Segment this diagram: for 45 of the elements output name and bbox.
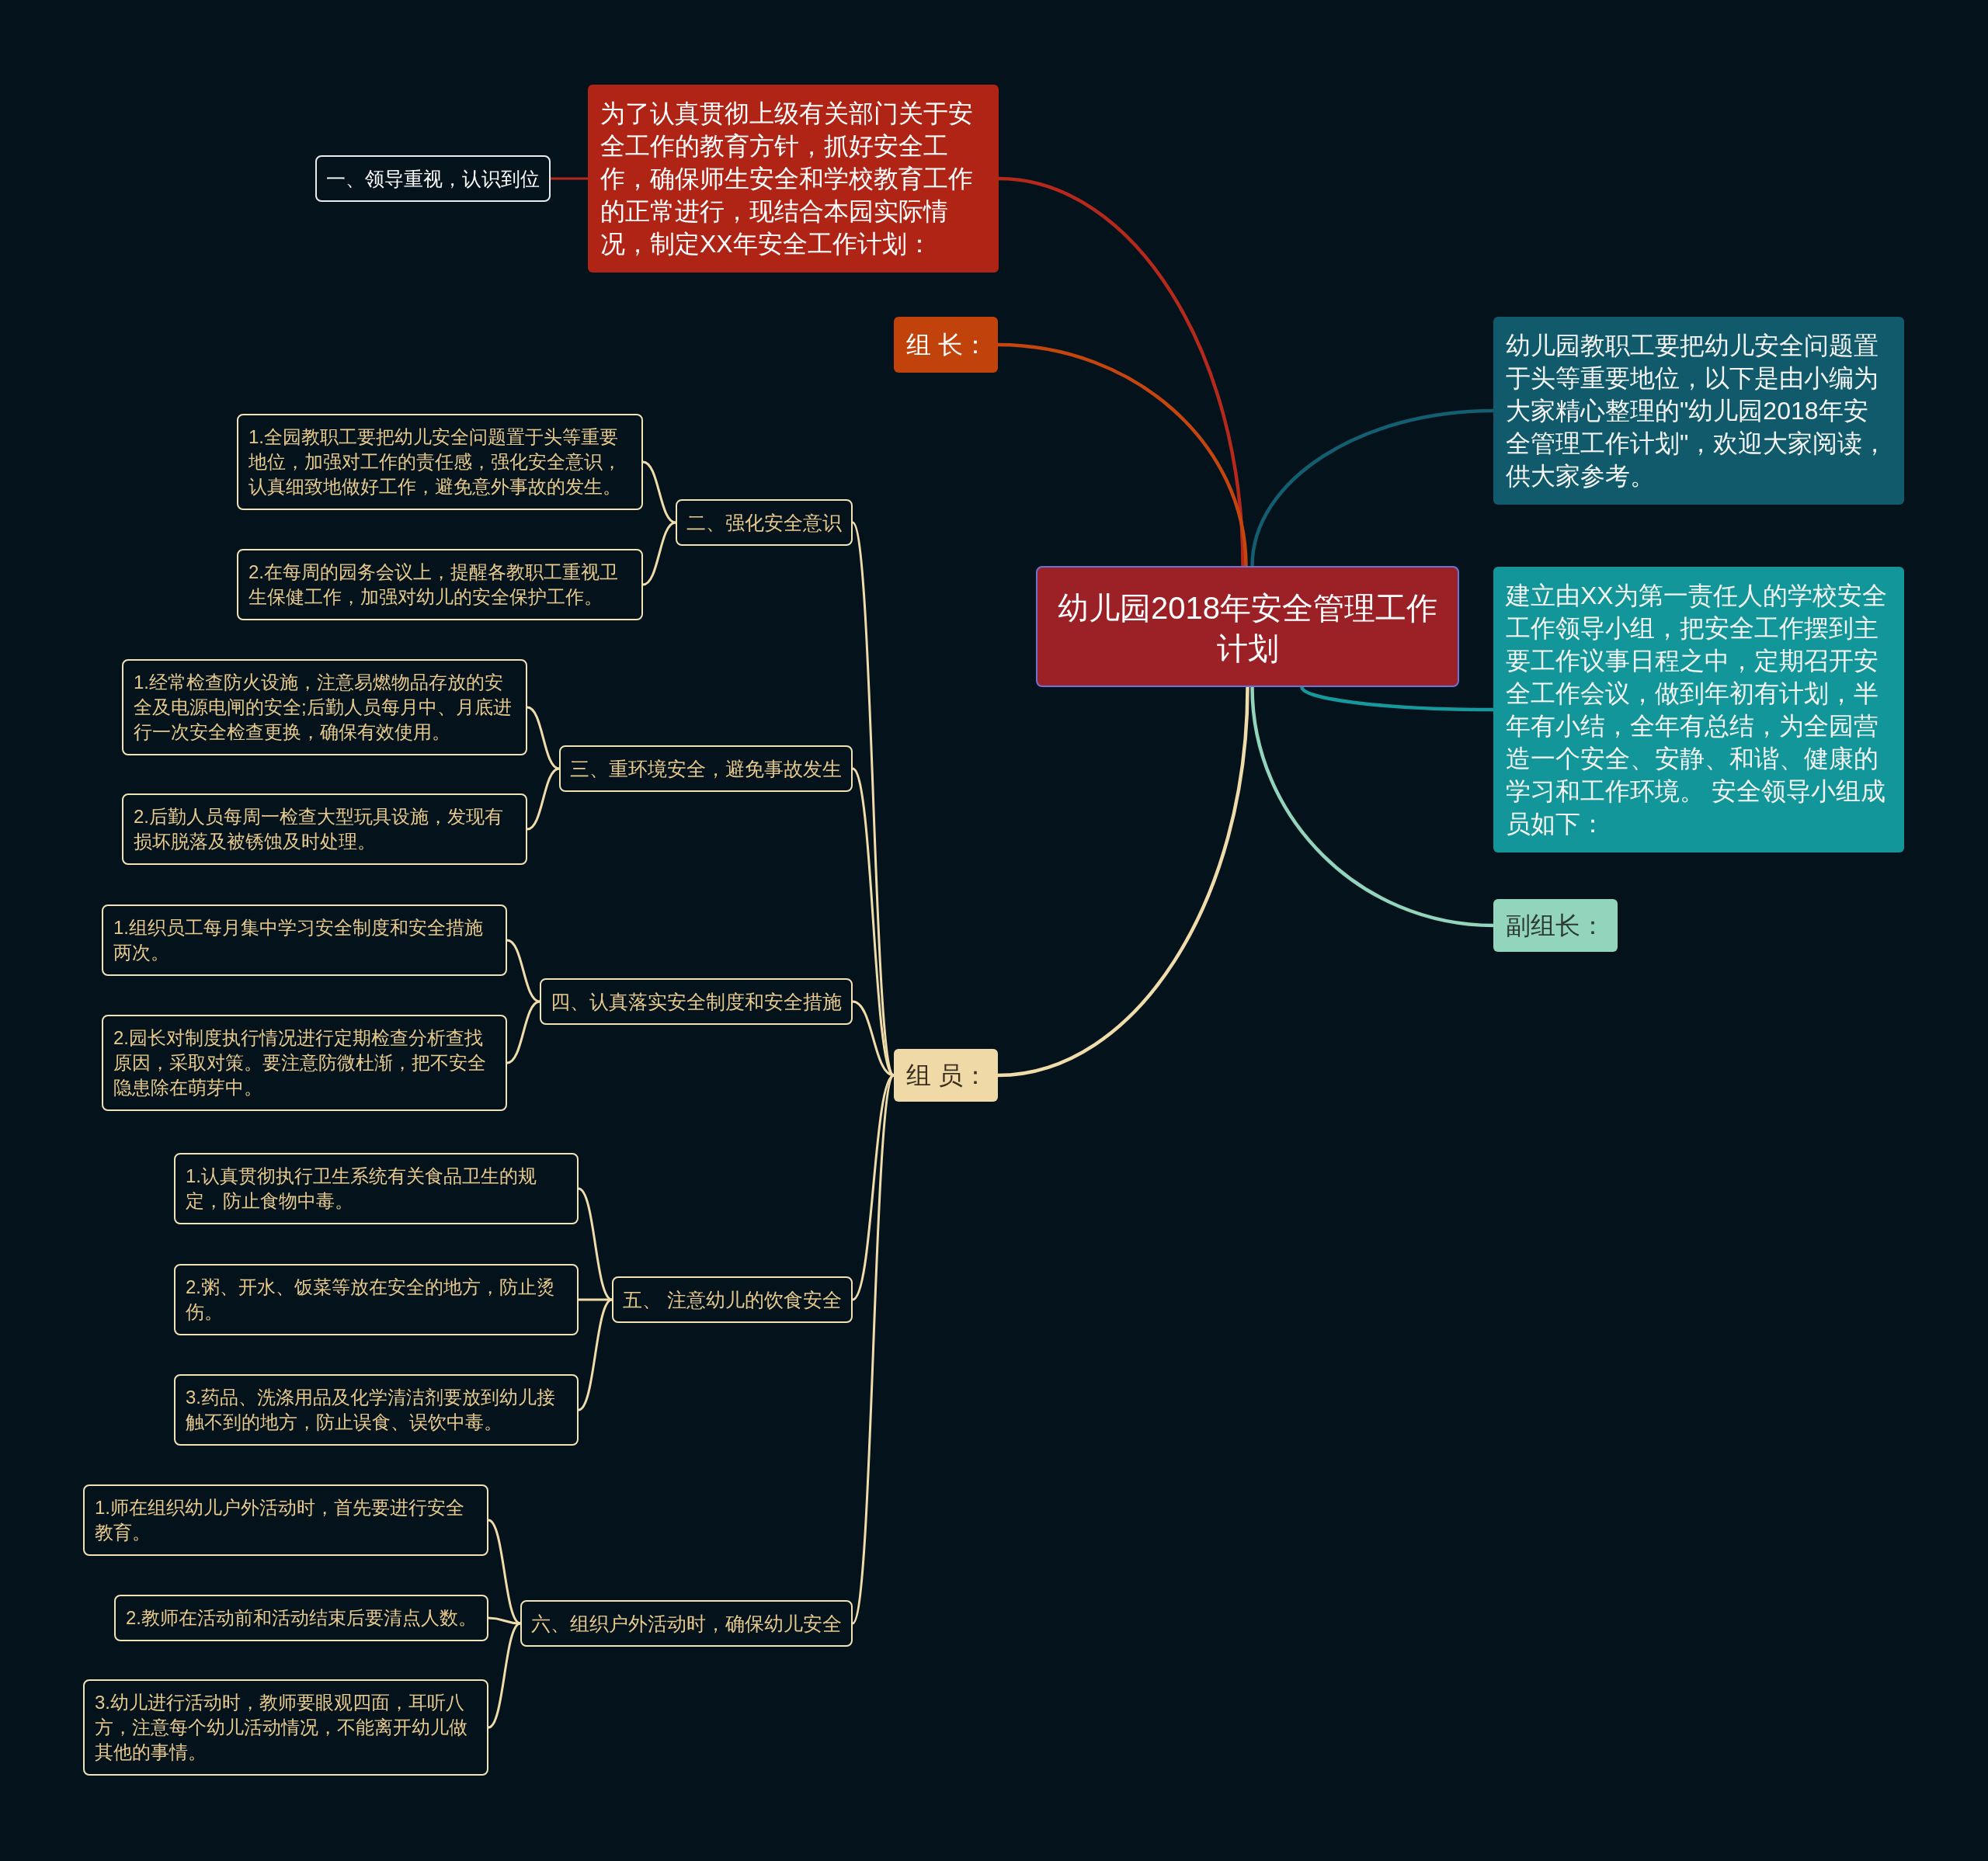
detail-box: 2.后勤人员每周一检查大型玩具设施，发现有损坏脱落及被锈蚀及时处理。 [122, 793, 527, 865]
topic-box: 为了认真贯彻上级有关部门关于安全工作的教育方针，抓好安全工作，确保师生安全和学校教育工作的正常进行，现结合本园实际情况，制定XX年安全工作计划： [588, 85, 999, 273]
connector-line [997, 342, 1248, 567]
topic-box: 副组长： [1493, 899, 1618, 952]
subtopic-box: 五、 注意幼儿的饮食安全 [612, 1276, 853, 1323]
connector-line [1250, 408, 1494, 567]
connector-line [1250, 686, 1494, 928]
topic-box: 建立由XX为第一责任人的学校安全工作领导小组，把安全工作摆到主要工作议事日程之中，定期召开安全工作会议，做到年初有计划，半年有小结，全年有总结，为全园营造一个安全、安静、和谐、健康的学习和工作环境。 安全领导小组成员如下： [1493, 567, 1904, 852]
detail-box: 2.教师在活动前和活动结束后要清点人数。 [114, 1595, 488, 1641]
connector-line [506, 1000, 540, 1064]
connector-line [642, 521, 676, 586]
connector-line [851, 522, 895, 1076]
connector-line [851, 1075, 895, 1624]
connector-line [488, 1616, 521, 1625]
topic-box: 幼儿园教职工要把幼儿安全问题置于头等重要地位，以下是由小编为大家精心整理的"幼儿园2018年安全管理工作计划"，欢迎大家阅读，供大家参考。 [1493, 317, 1904, 505]
central-topic-box: 幼儿园2018年安全管理工作计划 [1036, 566, 1459, 687]
topic-box: 组 员： [894, 1049, 998, 1102]
subtopic-box: 二、强化安全意识 [676, 499, 853, 546]
detail-box: 1.经常检查防火设施，注意易燃物品存放的安全及电源电闸的安全;后勤人员每月中、月底进行一次安全检查更换，确保有效使用。 [122, 659, 527, 755]
connector-line [578, 1187, 613, 1301]
connector-line [642, 460, 676, 524]
subtopic-box: 四、认真落实安全制度和安全措施 [540, 978, 853, 1025]
connector-line [998, 176, 1245, 567]
subtopic-box: 一、领导重视，认识到位 [315, 155, 551, 202]
connector-line [527, 767, 560, 831]
detail-box: 2.粥、开水、饭菜等放在安全的地方，防止烫伤。 [174, 1264, 579, 1335]
subtopic-box: 三、重环境安全，避免事故发生 [559, 745, 853, 792]
connector-line [578, 1298, 613, 1411]
topic-box: 组 长： [894, 317, 998, 373]
connector-line [527, 706, 560, 770]
connector-line [488, 1622, 521, 1729]
connector-line [506, 939, 540, 1003]
connector-line [997, 686, 1249, 1078]
detail-box: 1.组织员工每月集中学习安全制度和安全措施两次。 [102, 904, 507, 976]
connector-line [551, 177, 588, 180]
connector-line [1300, 686, 1493, 712]
detail-box: 3.幼儿进行活动时，教师要眼观四面，耳听八方，注意每个幼儿活动情况，不能离开幼儿做其他的事情。 [83, 1679, 488, 1776]
detail-box: 1.全园教职工要把幼儿安全问题置于头等重要地位，加强对工作的责任感，强化安全意识，认真细致地做好工作，避免意外事故的发生。 [237, 414, 643, 510]
detail-box: 2.在每周的园务会议上，提醒各教职工重视卫生保健工作，加强对幼儿的安全保护工作。 [237, 549, 643, 620]
detail-box: 1.师在组织幼儿户外活动时，首先要进行安全教育。 [83, 1484, 488, 1556]
subtopic-box: 六、组织户外活动时，确保幼儿安全 [520, 1600, 853, 1647]
detail-box: 1.认真贯彻执行卫生系统有关食品卫生的规定，防止食物中毒。 [174, 1153, 579, 1224]
detail-box: 3.药品、洗涤用品及化学清洁剂要放到幼儿接触不到的地方，防止误食、误饮中毒。 [174, 1374, 579, 1446]
connector-line [579, 1298, 612, 1301]
detail-box: 2.园长对制度执行情况进行定期检查分析查找原因，采取对策。要注意防微杜渐，把不安全隐患除在萌芽中。 [102, 1015, 507, 1111]
